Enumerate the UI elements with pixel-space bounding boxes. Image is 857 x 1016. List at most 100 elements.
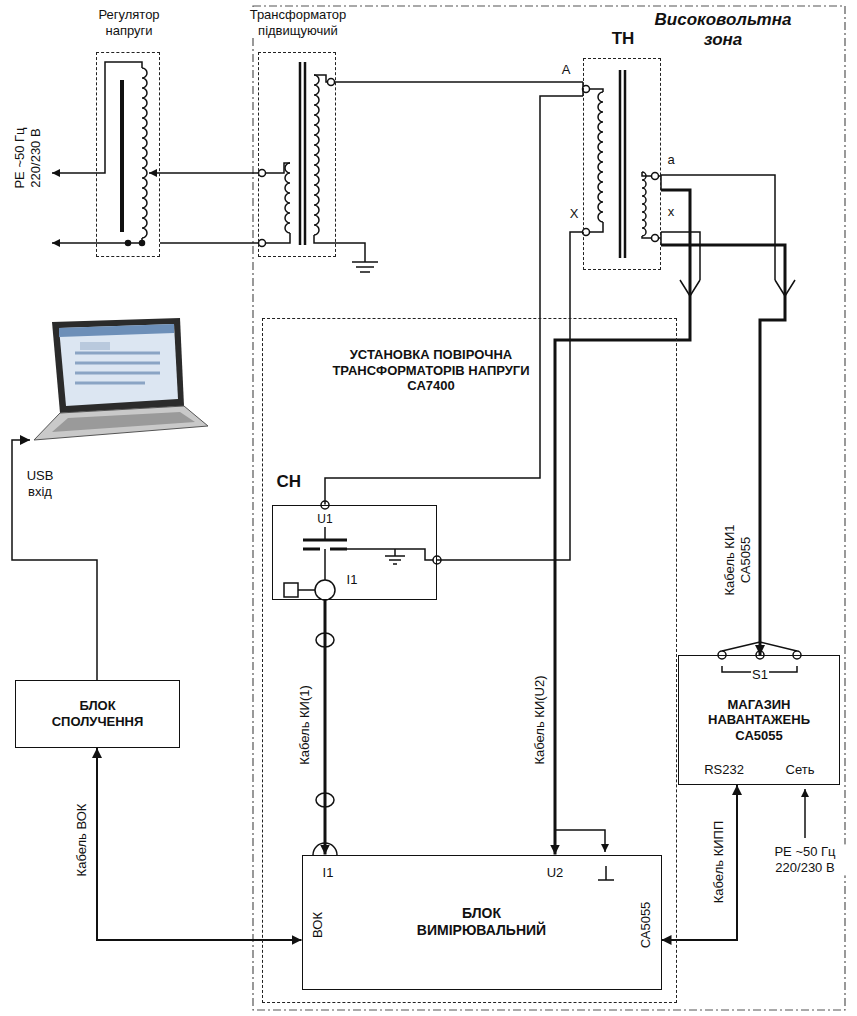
regulator-wiring [96,238,142,243]
voltage-transformer-box: ТН [583,58,661,270]
wire [325,96,583,505]
cable-label: Кабель КИ(1) [297,683,313,767]
terminal-label: A [561,62,572,78]
box-heading: Високовольтна зона [648,10,798,51]
standard-capacitor-symbol [315,580,335,600]
high-voltage-zone: Високовольтна зонаТрансформатор підвищую… [253,6,845,1010]
voltage-transformer-wiring [642,232,661,245]
step-up-transformer-wiring [262,233,290,243]
cable-label: Кабель КИ1 СА5055 [722,508,753,612]
coil-winding [142,68,147,238]
cable [324,600,327,855]
box-heading: Регулятор напруги [79,7,179,38]
block-title: МАГАЗИН НАВАНТАЖЕНЬ СА5055 [689,697,829,744]
standard-capacitor-symbol [284,501,441,600]
high-voltage-zone-outline [253,6,845,1010]
measuring-block: БЛОК ВИМІРЮВАЛЬНИЙ [302,855,662,990]
wire [160,172,258,174]
terminal-label: RS232 [703,762,745,778]
wire [12,440,97,680]
regulator-wiring [126,241,131,246]
standard-capacitor-symbol [284,583,298,597]
coil-winding [314,75,319,235]
standard-capacitor-symbol [385,549,405,564]
step-up-transformer-wiring [259,170,266,177]
coil-winding [142,68,646,238]
regulator-wiring [52,242,96,244]
standard-capacitor-symbol [347,549,437,560]
step-up-transformer-wiring [328,79,335,86]
terminal-label: U1 [316,512,333,526]
standard-capacitor-symbol [298,589,315,591]
cable [555,190,690,855]
coil-winding [598,92,603,222]
box-heading: USB вхід [18,468,62,499]
cable [97,748,302,940]
step-up-transformer-wiring [314,235,365,262]
terminal-label: S1 [751,667,769,683]
step-up-transformer-wiring [259,62,379,272]
step-up-transformer-wiring [259,240,266,247]
laptop-icon [80,342,110,350]
terminal-label: Сеть [785,762,816,778]
cable [661,245,785,655]
voltage-transformer-wiring [619,70,622,258]
box-heading: ТН [603,29,643,49]
calibration-unit-box: УСТАНОВКА ПОВІРОЧНА ТРАНСФОРМАТОРІВ НАПР… [262,318,677,1003]
laptop: USB вхід [30,318,235,448]
cable-label: Кабель КИ(U2) [532,673,548,766]
cable-label: Кабель ВОК [74,802,90,879]
terminal-label: СА5055 [638,901,654,950]
regulator-box: Регулятор напруги [96,52,160,257]
terminal-label: X [569,206,580,222]
box-heading: УСТАНОВКА ПОВІРОЧНА ТРАНСФОРМАТОРІВ НАПР… [326,347,536,394]
laptop-icon [34,318,208,440]
block-title: БЛОК СПОЛУЧЕННЯ [33,698,163,729]
cable-connectors [598,866,614,880]
voltage-transformer-wiring [661,232,700,280]
regulator-wiring [96,62,142,173]
terminal-label: ВОК [310,911,326,939]
wire [160,242,258,244]
voltage-transformer-wiring [624,70,627,258]
regulator-wiring [120,80,124,232]
terminal-label: a [666,152,675,168]
laptop-icon [75,353,160,383]
coil-winding [642,172,646,236]
box-heading: Трансформатор підвищуючий [223,7,373,38]
block-title: БЛОК ВИМІРЮВАЛЬНИЙ [397,905,567,939]
standard-capacitor-symbol [303,539,347,542]
load-box-terminals [804,789,806,838]
interface-block: БЛОК СПОЛУЧЕННЯ [15,680,180,748]
terminal-label: U2 [546,865,565,881]
voltage-transformer-wiring [652,235,659,242]
cable-connectors [555,830,605,852]
terminal-label: РЕ ~50 Гц 220/230 В [764,844,846,875]
voltage-transformer-wiring [590,89,603,92]
standard-capacitor-symbol [324,549,326,580]
laptop-icon [52,412,195,432]
laptop-icon [59,324,174,337]
cable-label: Кабель КИПП [711,819,727,905]
terminal-label: x [667,204,676,220]
voltage-transformer-wiring [652,173,659,180]
step-up-transformer-wiring [262,163,290,173]
laptop-icon [34,406,208,440]
step-up-transformer-wiring [352,262,378,272]
regulator-wiring [149,172,160,174]
voltage-transformer-wiring [642,172,661,190]
step-up-transformer-wiring [304,62,307,245]
regulator-wiring [52,62,160,246]
box-heading: СН [277,472,317,492]
regulator-wiring [140,241,145,246]
cable [662,785,738,940]
terminal-label: РЕ ~50 Гц 220/230 В [12,110,43,207]
high-voltage-zone-outline [253,6,845,1010]
cable-connectors [313,633,614,880]
step-up-transformer-box: Трансформатор підвищуючий [258,52,336,257]
terminal-label: I1 [322,865,335,881]
step-up-transformer-wiring [299,62,302,245]
laptop-icon [59,324,178,406]
wire [437,232,584,560]
laptop-icon [52,318,184,413]
